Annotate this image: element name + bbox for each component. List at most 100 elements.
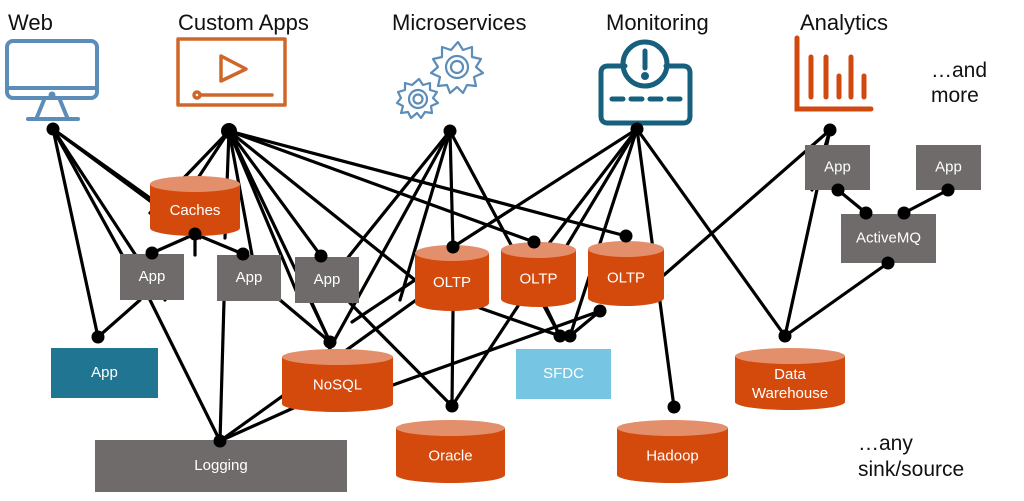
connection-dot: [897, 206, 911, 220]
node-label: Warehouse: [752, 385, 828, 402]
connection-line: [327, 129, 452, 352]
connection-dot: [563, 329, 577, 343]
node-app1[interactable]: App: [120, 254, 184, 300]
connection-line: [278, 298, 332, 344]
node-label: App: [139, 268, 166, 285]
node-label: App: [314, 271, 341, 288]
database-body: [588, 249, 664, 306]
connection-dot: [445, 399, 459, 413]
node-oltp3[interactable]: OLTP: [588, 241, 664, 306]
node-oltp2[interactable]: OLTP: [501, 242, 576, 307]
video-player-icon: [176, 37, 287, 107]
category-label-microservices: Microservices: [392, 10, 526, 35]
connection-dot: [221, 123, 237, 139]
category-label-monitoring: Monitoring: [606, 10, 709, 35]
database-body: [735, 356, 845, 410]
node-label: NoSQL: [313, 376, 362, 393]
connection-dot: [145, 246, 159, 260]
connection-dot: [553, 329, 567, 343]
connection-dot: [236, 247, 250, 261]
connection-line: [344, 129, 452, 262]
connection-line: [227, 129, 536, 244]
node-label: App: [236, 269, 263, 286]
node-box: [295, 257, 359, 303]
connection-line: [51, 127, 127, 262]
node-box: [516, 349, 611, 399]
connection-line: [662, 128, 832, 277]
connection-line: [568, 309, 602, 338]
node-label: OLTP: [519, 270, 557, 287]
connection-dot: [188, 227, 202, 241]
node-label: SFDC: [543, 365, 584, 382]
connection-line: [227, 129, 323, 258]
node-label: App: [91, 364, 118, 381]
node-hadoop[interactable]: Hadoop: [617, 420, 728, 483]
note-and-more-line1: …and: [931, 59, 987, 82]
connection-line: [451, 127, 639, 249]
database-top: [501, 242, 576, 258]
node-label: Data: [774, 366, 806, 383]
connection-line: [227, 129, 417, 282]
node-box: [217, 255, 281, 301]
database-body: [396, 428, 505, 483]
connection-dot: [446, 240, 460, 254]
node-app2[interactable]: App: [217, 255, 281, 301]
node-sfdc[interactable]: SFDC: [516, 349, 611, 399]
node-box: [95, 440, 347, 492]
database-body: [617, 428, 728, 483]
node-label: App: [935, 158, 962, 175]
connection-dot: [859, 206, 873, 220]
database-top: [588, 241, 664, 257]
node-app3[interactable]: App: [295, 257, 359, 303]
node-box: [841, 214, 936, 263]
connection-dots: [46, 122, 955, 448]
connection-dot: [778, 329, 792, 343]
node-logging[interactable]: Logging: [95, 440, 347, 492]
edges: [51, 127, 950, 443]
note-any-sink-line2: sink/source: [858, 458, 964, 481]
connection-line: [783, 261, 890, 338]
node-app-r1[interactable]: App: [805, 145, 870, 190]
connection-line: [448, 129, 455, 249]
database-top: [150, 176, 240, 192]
connection-dot: [667, 400, 681, 414]
connection-dot: [619, 229, 633, 243]
connection-line: [348, 301, 454, 408]
node-box: [120, 254, 184, 300]
node-app-r2[interactable]: App: [916, 145, 981, 190]
node-label: Hadoop: [646, 447, 699, 464]
connection-dot: [91, 330, 105, 344]
node-app-teal[interactable]: App: [51, 348, 158, 398]
alert-dashboard-icon: [598, 39, 693, 126]
database-top: [282, 349, 393, 365]
node-box: [916, 145, 981, 190]
connection-line: [902, 188, 950, 215]
node-nosql[interactable]: NoSQL: [282, 349, 393, 412]
node-label: Logging: [194, 457, 247, 474]
connection-line: [148, 298, 222, 443]
connection-line: [391, 309, 602, 387]
connection-dot: [213, 434, 227, 448]
connection-line: [450, 304, 520, 408]
category-label-custom-apps: Custom Apps: [178, 10, 309, 35]
database-body: [150, 184, 240, 236]
node-label: Caches: [170, 202, 221, 219]
note-any-sink-line1: …any: [858, 432, 913, 455]
node-activemq[interactable]: ActiveMQ: [841, 214, 936, 263]
connection-line: [450, 309, 455, 408]
node-oracle[interactable]: Oracle: [396, 420, 505, 483]
connection-dot: [630, 122, 644, 136]
connection-dot: [941, 183, 955, 197]
node-label: App: [824, 158, 851, 175]
node-label: Oracle: [428, 447, 472, 464]
connection-line: [227, 129, 628, 238]
node-caches[interactable]: Caches: [150, 176, 240, 236]
connection-line: [51, 127, 100, 339]
connection-line: [310, 301, 332, 344]
connection-line: [96, 298, 142, 339]
node-oltp1[interactable]: OLTP: [415, 245, 489, 311]
bar-chart-icon: [794, 35, 874, 112]
